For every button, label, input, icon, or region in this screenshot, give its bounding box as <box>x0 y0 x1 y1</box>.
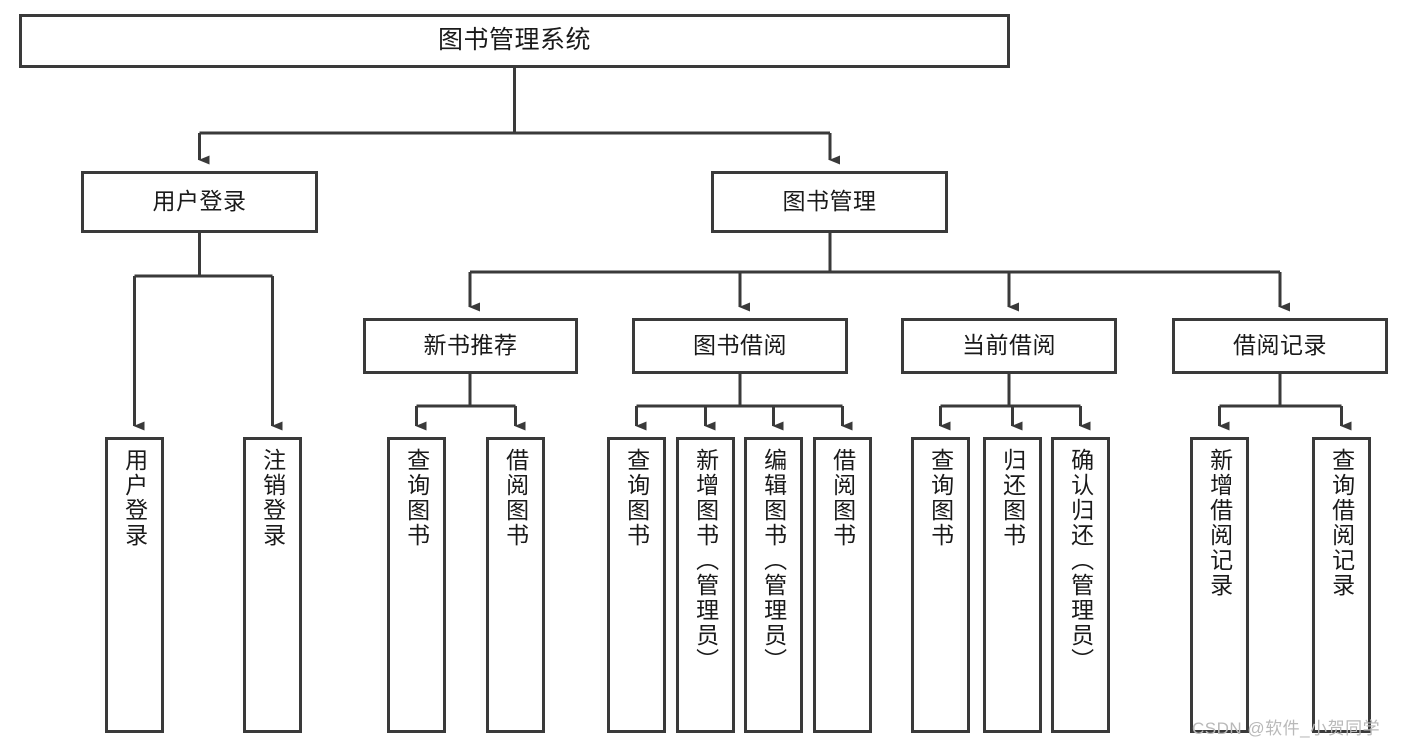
node-leaf-confirm-return[interactable]: 确认归还（管理员） <box>1051 437 1110 733</box>
node-leaf-query-book-2-label: 查询图书 <box>623 448 650 548</box>
node-leaf-edit-book[interactable]: 编辑图书（管理员） <box>744 437 803 733</box>
node-leaf-add-borrow-record-label: 新增借阅记录 <box>1206 448 1233 598</box>
node-leaf-user-login-label: 用户登录 <box>121 448 148 548</box>
node-leaf-query-book-3-label: 查询图书 <box>927 448 954 548</box>
node-leaf-query-book-2[interactable]: 查询图书 <box>607 437 666 733</box>
node-leaf-query-borrow-record[interactable]: 查询借阅记录 <box>1312 437 1371 733</box>
node-root-label: 图书管理系统 <box>437 26 591 55</box>
node-leaf-user-logout-label: 注销登录 <box>259 448 286 548</box>
node-leaf-add-borrow-record[interactable]: 新增借阅记录 <box>1190 437 1249 733</box>
node-leaf-query-book-3[interactable]: 查询图书 <box>911 437 970 733</box>
node-borrow-record[interactable]: 借阅记录 <box>1172 318 1388 374</box>
node-new-book-recommend[interactable]: 新书推荐 <box>363 318 578 374</box>
node-new-book-recommend-label: 新书推荐 <box>423 332 518 359</box>
node-leaf-return-book[interactable]: 归还图书 <box>983 437 1042 733</box>
node-leaf-user-login[interactable]: 用户登录 <box>105 437 164 733</box>
node-leaf-add-book-label: 新增图书（管理员） <box>692 448 719 673</box>
watermark: CSDN @软件_小贺同学 <box>1192 719 1381 738</box>
node-leaf-user-logout[interactable]: 注销登录 <box>243 437 302 733</box>
node-leaf-borrow-book-2[interactable]: 借阅图书 <box>813 437 872 733</box>
node-user-login[interactable]: 用户登录 <box>81 171 318 233</box>
node-leaf-query-book-1-label: 查询图书 <box>403 448 430 548</box>
node-leaf-query-borrow-record-label: 查询借阅记录 <box>1328 448 1355 598</box>
node-leaf-borrow-book-2-label: 借阅图书 <box>829 448 856 548</box>
node-current-borrow[interactable]: 当前借阅 <box>901 318 1117 374</box>
node-leaf-return-book-label: 归还图书 <box>999 448 1026 548</box>
node-leaf-borrow-book-1[interactable]: 借阅图书 <box>486 437 545 733</box>
node-leaf-query-book-1[interactable]: 查询图书 <box>387 437 446 733</box>
node-book-management[interactable]: 图书管理 <box>711 171 948 233</box>
node-leaf-add-book[interactable]: 新增图书（管理员） <box>676 437 735 733</box>
node-book-borrow[interactable]: 图书借阅 <box>632 318 848 374</box>
node-user-login-label: 用户登录 <box>152 188 247 215</box>
node-book-borrow-label: 图书借阅 <box>693 332 787 359</box>
node-borrow-record-label: 借阅记录 <box>1233 332 1327 359</box>
node-current-borrow-label: 当前借阅 <box>962 332 1056 359</box>
node-leaf-edit-book-label: 编辑图书（管理员） <box>760 448 787 673</box>
node-leaf-borrow-book-1-label: 借阅图书 <box>502 448 529 548</box>
node-root[interactable]: 图书管理系统 <box>19 14 1010 68</box>
node-leaf-confirm-return-label: 确认归还（管理员） <box>1067 448 1094 673</box>
node-book-management-label: 图书管理 <box>782 188 877 215</box>
